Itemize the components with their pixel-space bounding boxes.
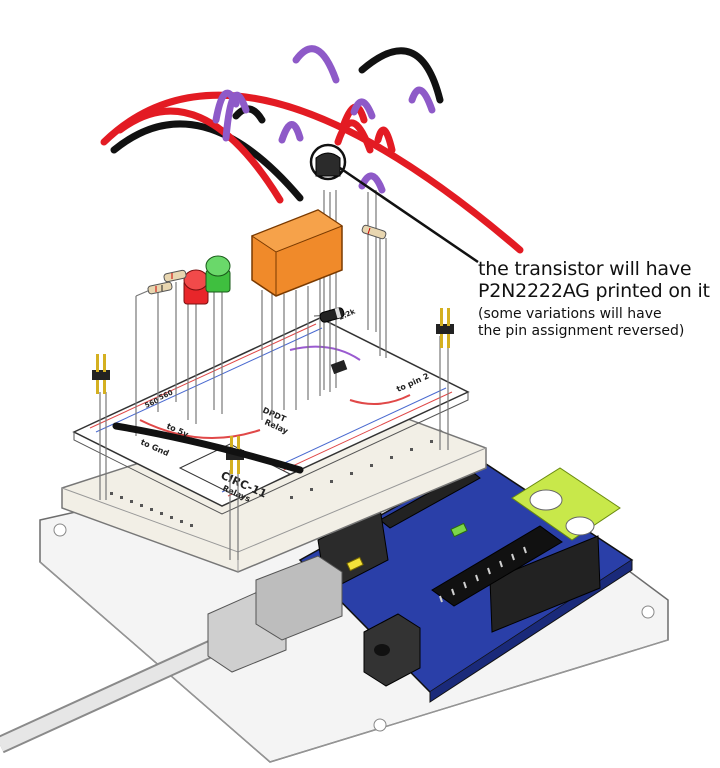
component-legs: [99, 190, 449, 560]
callout-leader-line: [339, 166, 479, 264]
circuit-label-box: [178, 443, 292, 499]
board-led-green: [450, 522, 468, 538]
resistor-3: [361, 224, 387, 240]
callout-line-2: P2N2222AG printed on it: [478, 280, 710, 302]
usb-connector: [255, 555, 343, 641]
red-wires: [100, 91, 524, 254]
transistor: [309, 143, 347, 181]
resistor-2: [163, 269, 187, 283]
board-led-yellow: [346, 556, 364, 572]
led-red: [183, 269, 209, 305]
diode: [313, 307, 347, 323]
breadboard-holes: [110, 440, 433, 527]
purple-wires: [212, 45, 436, 194]
transistor-body-small: [330, 359, 348, 375]
pin-header-right: [436, 308, 454, 348]
resistor-1: [135, 281, 173, 297]
led-green: [205, 255, 231, 293]
transistor-callout: the transistor will have P2N2222AG print…: [478, 258, 718, 340]
callout-note-2: the pin assignment reversed): [478, 323, 685, 339]
analog-header: [489, 535, 601, 633]
power-jack: [363, 613, 421, 687]
black-wires: [110, 47, 444, 474]
callout-note-1: (some variations will have: [478, 306, 662, 322]
pin-header-left: [92, 354, 110, 394]
callout-line-1: the transistor will have: [478, 258, 692, 280]
